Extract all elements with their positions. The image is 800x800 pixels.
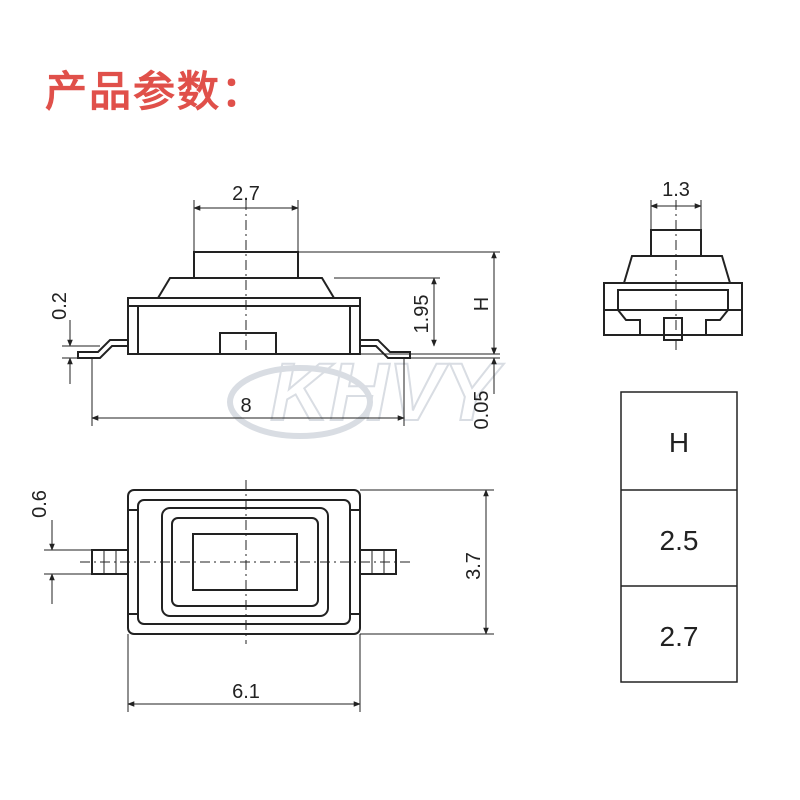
front-view [77, 200, 411, 359]
dim-body-height: 1.95 [411, 295, 433, 334]
top-dimensions [44, 489, 494, 712]
height-table [620, 391, 738, 683]
side-view [603, 200, 743, 350]
table-header: H [669, 427, 689, 458]
left-lead [77, 339, 128, 359]
dim-pin-width: 0.6 [29, 490, 51, 518]
front-notch [219, 332, 277, 354]
dim-total-height: H [471, 297, 493, 311]
side-tab [663, 317, 683, 341]
dim-length: 8 [240, 395, 251, 417]
watermark-text: KHVY [270, 347, 504, 438]
front-dimensions [62, 200, 500, 426]
dim-side-width: 1.3 [662, 179, 690, 201]
top-view [80, 480, 410, 644]
front-body [127, 297, 361, 355]
dim-body-width: 3.7 [463, 552, 485, 580]
page-title: 产品参数： [45, 67, 266, 116]
side-cap [622, 255, 732, 284]
side-dimensions [650, 200, 702, 230]
top-plunger [192, 533, 298, 591]
watermark-logo: KHVY [227, 346, 505, 439]
right-lead [360, 339, 411, 359]
dim-standoff: 0.05 [471, 391, 493, 430]
dim-lead-height: 0.2 [49, 292, 71, 320]
dim-body-length: 6.1 [232, 681, 260, 703]
dim-top-width: 2.7 [232, 183, 260, 205]
table-value: 2.5 [660, 525, 699, 556]
table-value: 2.7 [660, 621, 699, 652]
